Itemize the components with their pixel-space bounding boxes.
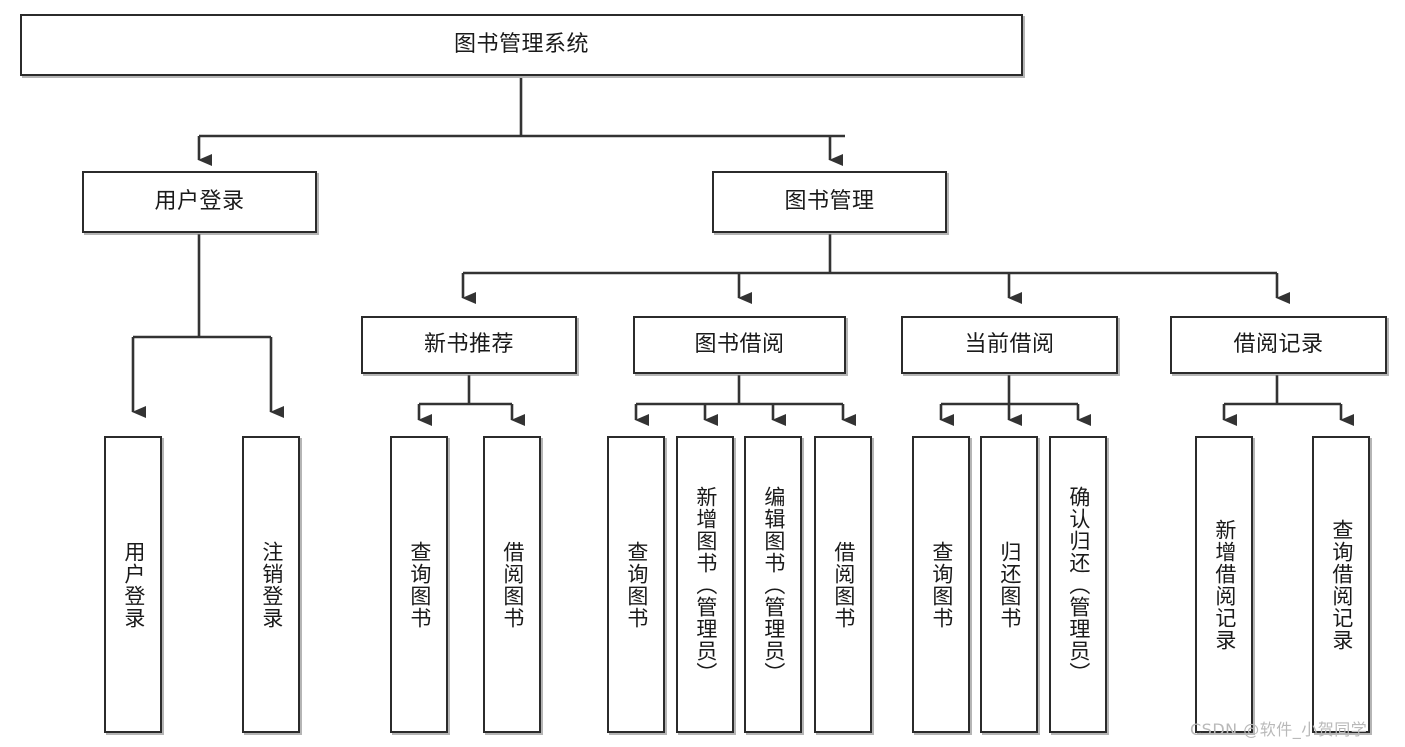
node-leaf-user-login[interactable]: 用户登录 — [104, 436, 162, 733]
node-current-borrow[interactable]: 当前借阅 — [901, 316, 1118, 374]
node-leaf-add-book-label: 新增图书（管理员） — [693, 485, 718, 684]
node-leaf-query-record[interactable]: 查询借阅记录 — [1312, 436, 1370, 733]
node-leaf-query-book-1-label: 查询图书 — [407, 540, 432, 629]
node-book-management[interactable]: 图书管理 — [712, 171, 947, 233]
node-book-borrow-label: 图书借阅 — [694, 331, 785, 357]
node-leaf-query-book-3[interactable]: 查询图书 — [912, 436, 970, 733]
node-leaf-add-book[interactable]: 新增图书（管理员） — [676, 436, 734, 733]
node-user-login-label: 用户登录 — [154, 188, 245, 214]
node-book-borrow[interactable]: 图书借阅 — [633, 316, 846, 374]
node-leaf-query-record-label: 查询借阅记录 — [1329, 518, 1354, 651]
node-leaf-query-book-1[interactable]: 查询图书 — [390, 436, 448, 733]
node-root-label: 图书管理系统 — [453, 31, 589, 57]
node-leaf-return-book[interactable]: 归还图书 — [980, 436, 1038, 733]
node-leaf-borrow-book-1[interactable]: 借阅图书 — [483, 436, 541, 733]
node-leaf-confirm-return[interactable]: 确认归还（管理员） — [1049, 436, 1107, 733]
node-user-login[interactable]: 用户登录 — [82, 171, 317, 233]
node-root[interactable]: 图书管理系统 — [20, 14, 1023, 76]
node-leaf-borrow-book-2-label: 借阅图书 — [831, 540, 856, 629]
node-leaf-query-book-3-label: 查询图书 — [929, 540, 954, 629]
node-leaf-query-book-2[interactable]: 查询图书 — [607, 436, 665, 733]
node-leaf-add-record[interactable]: 新增借阅记录 — [1195, 436, 1253, 733]
node-leaf-borrow-book-1-label: 借阅图书 — [500, 540, 525, 629]
node-leaf-edit-book-label: 编辑图书（管理员） — [761, 485, 786, 684]
node-leaf-borrow-book-2[interactable]: 借阅图书 — [814, 436, 872, 733]
node-leaf-logout-login[interactable]: 注销登录 — [242, 436, 300, 733]
node-current-borrow-label: 当前借阅 — [964, 331, 1055, 357]
node-book-management-label: 图书管理 — [784, 188, 875, 214]
node-new-book-recommend-label: 新书推荐 — [423, 331, 514, 357]
node-leaf-edit-book[interactable]: 编辑图书（管理员） — [744, 436, 802, 733]
node-leaf-confirm-return-label: 确认归还（管理员） — [1066, 485, 1091, 684]
node-leaf-user-login-label: 用户登录 — [121, 540, 146, 629]
node-borrow-record[interactable]: 借阅记录 — [1170, 316, 1387, 374]
csdn-watermark: CSDN @软件_小贺同学 — [1190, 720, 1368, 739]
node-new-book-recommend[interactable]: 新书推荐 — [361, 316, 577, 374]
node-leaf-logout-login-label: 注销登录 — [259, 540, 284, 629]
node-borrow-record-label: 借阅记录 — [1233, 331, 1324, 357]
node-leaf-add-record-label: 新增借阅记录 — [1212, 518, 1237, 651]
node-leaf-return-book-label: 归还图书 — [997, 540, 1022, 629]
node-leaf-query-book-2-label: 查询图书 — [624, 540, 649, 629]
